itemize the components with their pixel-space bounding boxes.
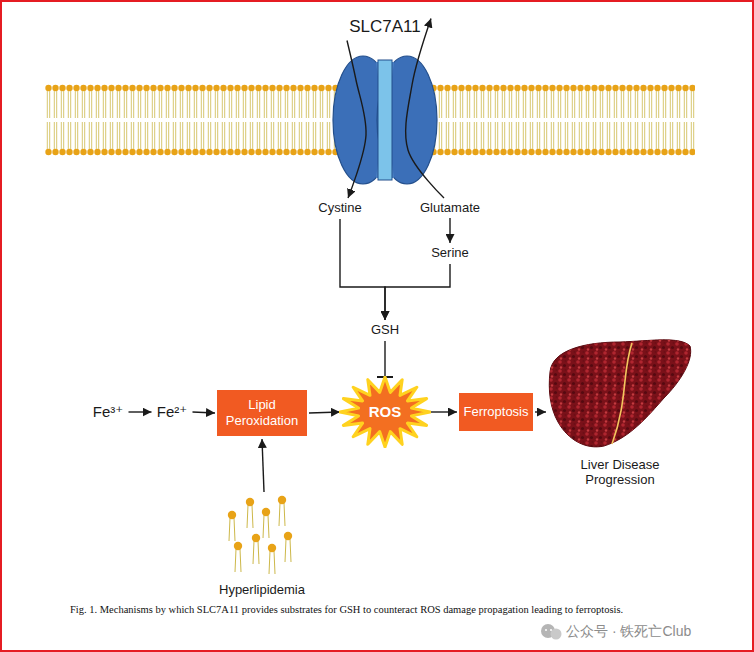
connector bbox=[262, 439, 264, 492]
node-text: Liver Disease Progression bbox=[560, 457, 680, 488]
node-text: GSH bbox=[371, 322, 399, 338]
liver-outcome: Liver Disease Progression bbox=[548, 338, 692, 488]
ros-star: ROS bbox=[339, 376, 431, 448]
connector bbox=[384, 341, 385, 377]
connector bbox=[535, 411, 546, 412]
node-text: Fe³⁺ bbox=[93, 403, 123, 421]
connector bbox=[129, 411, 152, 412]
node-text: Cystine bbox=[318, 200, 361, 216]
connector bbox=[309, 412, 340, 413]
ion-label: Fe³⁺ bbox=[91, 403, 126, 421]
transporter-symbol bbox=[333, 56, 437, 184]
hyperlipidemia-group: Hyperlipidemia bbox=[210, 490, 314, 598]
figure-caption: Fig. 1. Mechanisms by which SLC7A11 prov… bbox=[70, 604, 710, 615]
connector bbox=[340, 219, 385, 320]
ion-label: Fe²⁺ bbox=[155, 403, 190, 421]
node-text: SLC7A11 bbox=[349, 17, 421, 37]
connector bbox=[385, 264, 450, 320]
node-text: Glutamate bbox=[420, 200, 480, 216]
metabolite-label: Serine bbox=[429, 245, 471, 261]
connector bbox=[430, 411, 457, 412]
watermark: 公众号 · 铁死亡Club bbox=[566, 623, 691, 641]
process-box: Ferroptosis bbox=[459, 393, 533, 431]
connector bbox=[347, 41, 366, 199]
node-text: Serine bbox=[431, 245, 469, 261]
connector bbox=[193, 412, 216, 413]
metabolite-label: Cystine bbox=[316, 200, 364, 216]
transporter-label: SLC7A11 bbox=[341, 17, 429, 38]
metabolite-label: GSH bbox=[369, 322, 402, 338]
node-text: Hyperlipidemia bbox=[219, 582, 305, 598]
lipid-molecules bbox=[228, 496, 292, 574]
node-text: ROS bbox=[369, 403, 402, 421]
metabolite-label: Glutamate bbox=[418, 200, 482, 216]
connector bbox=[449, 218, 450, 243]
process-box: Lipid Peroxidation bbox=[217, 390, 307, 436]
watermark-icon bbox=[541, 624, 562, 640]
node-text: Ferroptosis bbox=[463, 404, 528, 420]
liver-illustration bbox=[549, 340, 690, 447]
connector bbox=[406, 19, 444, 199]
node-text: Lipid Peroxidation bbox=[220, 397, 304, 428]
node-text: Fe²⁺ bbox=[157, 403, 187, 421]
